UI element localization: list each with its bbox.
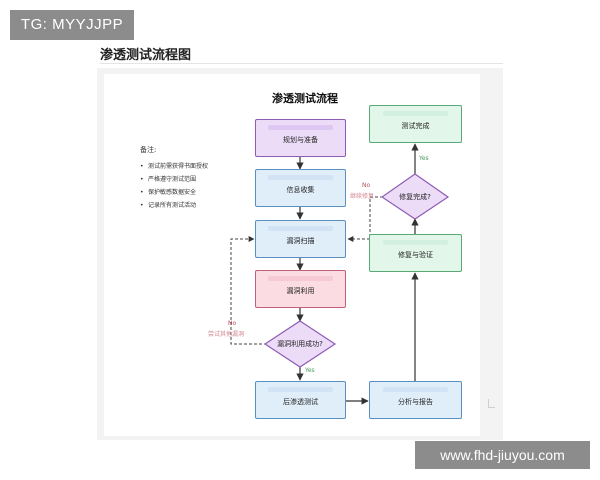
diagram-title: 渗透测试流程 xyxy=(272,92,338,105)
node-highlight xyxy=(382,240,449,245)
heading-divider xyxy=(100,63,503,64)
bullet-icon: • xyxy=(140,176,144,183)
notes-panel: 备注: • 测试前需获得书面授权 • 严格遵守测试范围 • 保护敏感数据安全 • 记录所… xyxy=(140,145,250,212)
edge-check-no-to-scan xyxy=(230,236,277,345)
notes-item-text: 保护敏感数据安全 xyxy=(148,189,197,196)
notes-item: • 严格遵守测试范围 xyxy=(140,173,250,186)
exploit-yes-label: Yes xyxy=(305,367,315,374)
node-vuln-scan-label: 漏洞扫描 xyxy=(286,237,315,245)
exploit-no-label: No xyxy=(228,320,237,327)
notes-list: • 测试前需获得书面授权 • 严格遵守测试范围 • 保护敏感数据安全 • 记录所有测试活… xyxy=(140,160,250,212)
diamond-fix-check-label: 修复完成? xyxy=(399,193,431,201)
notes-item: • 测试前需获得书面授权 xyxy=(140,160,250,173)
node-test-complete-label: 测试完成 xyxy=(401,122,430,130)
node-test-complete: 测试完成 xyxy=(369,105,462,143)
node-exploit: 漏洞利用 xyxy=(255,270,346,308)
watermark-top: TG: MYYJJPP xyxy=(10,10,134,40)
node-post-exploit-label: 后渗透测试 xyxy=(283,398,318,406)
node-vuln-scan: 漏洞扫描 xyxy=(255,220,346,258)
diamond-fix-check xyxy=(380,173,450,220)
bullet-icon: • xyxy=(140,163,144,170)
node-analysis-report-label: 分析与报告 xyxy=(398,398,433,406)
article-heading: 渗透测试流程图 xyxy=(100,48,192,63)
node-fix-verify-label: 修复与验证 xyxy=(398,251,433,259)
node-highlight xyxy=(268,175,333,180)
diamond-exploit-check xyxy=(263,320,337,368)
notes-item: • 保护敏感数据安全 xyxy=(140,186,250,199)
node-highlight xyxy=(268,125,333,130)
bullet-icon: • xyxy=(140,189,144,196)
notes-title: 备注: xyxy=(140,146,157,154)
node-exploit-label: 漏洞利用 xyxy=(286,287,315,295)
notes-item-text: 测试前需获得书面授权 xyxy=(148,163,209,170)
node-highlight xyxy=(382,111,449,116)
edge-check-no-to-scan-2 xyxy=(347,196,383,242)
notes-item-text: 严格遵守测试范围 xyxy=(148,176,197,183)
notes-item-text: 记录所有测试活动 xyxy=(148,202,197,209)
node-highlight xyxy=(268,226,333,231)
node-highlight xyxy=(382,387,449,392)
frame-corner-mark xyxy=(488,399,495,408)
fix-yes-label: Yes xyxy=(419,155,429,162)
node-highlight xyxy=(268,276,333,281)
node-post-exploit: 后渗透测试 xyxy=(255,381,346,419)
watermark-bottom: www.fhd-jiuyou.com xyxy=(415,441,590,469)
exploit-no-note: 尝试其他漏洞 xyxy=(208,331,245,338)
fix-no-note: 继续修复 xyxy=(350,193,375,200)
fix-no-label: No xyxy=(362,182,371,189)
node-highlight xyxy=(268,387,333,392)
node-fix-verify: 修复与验证 xyxy=(369,234,462,272)
node-plan: 规划与准备 xyxy=(255,119,346,157)
node-info-gathering-label: 信息收集 xyxy=(286,186,315,194)
notes-item: • 记录所有测试活动 xyxy=(140,199,250,212)
node-analysis-report: 分析与报告 xyxy=(369,381,462,419)
bullet-icon: • xyxy=(140,202,144,209)
diamond-exploit-check-label: 漏洞利用成功? xyxy=(277,340,323,348)
node-info-gathering: 信息收集 xyxy=(255,169,346,207)
node-plan-label: 规划与准备 xyxy=(283,136,318,144)
